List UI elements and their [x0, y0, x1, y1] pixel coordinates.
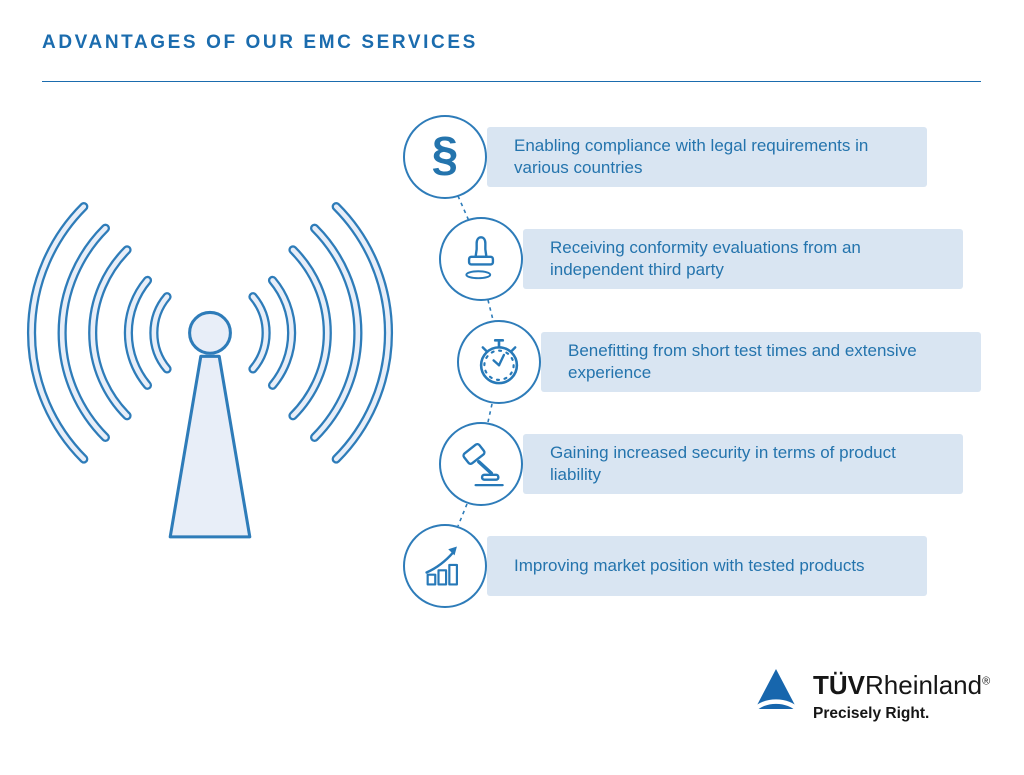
gavel-icon	[439, 422, 523, 506]
brand-text: TÜVRheinland® Precisely Right.	[813, 666, 990, 723]
gavel-svg	[462, 442, 504, 487]
advantage-text: Gaining increased security in terms of p…	[550, 442, 896, 484]
tuv-rheinland-logo: TÜVRheinland® Precisely Right.	[752, 666, 990, 723]
tuv-triangle-icon	[752, 669, 800, 713]
brand-name: TÜVRheinland®	[813, 672, 990, 698]
growth-chart-svg	[425, 546, 458, 586]
advantage-text-box: Benefitting from short test times and ex…	[541, 332, 981, 392]
advantage-text-box: Receiving conformity evaluations from an…	[523, 229, 963, 289]
section-sign-icon: §	[403, 115, 487, 199]
title-divider	[42, 81, 981, 82]
stamp-svg	[465, 236, 495, 280]
brand-name-bold: TÜV	[813, 670, 865, 700]
advantage-text-box: Improving market position with tested pr…	[487, 536, 927, 596]
brand-tagline: Precisely Right.	[813, 705, 930, 722]
advantage-text: Improving market position with tested pr…	[514, 555, 865, 575]
antenna-svg	[26, 202, 394, 539]
page-title: ADVANTAGES OF OUR EMC SERVICES	[42, 32, 478, 53]
stopwatch-svg	[479, 339, 519, 385]
advantage-text: Receiving conformity evaluations from an…	[550, 237, 861, 279]
stopwatch-icon	[457, 320, 541, 404]
registered-mark: ®	[982, 675, 991, 688]
antenna-icon	[24, 190, 396, 547]
advantage-text: Benefitting from short test times and ex…	[568, 340, 917, 382]
growth-chart-icon	[403, 524, 487, 608]
advantage-text-box: Gaining increased security in terms of p…	[523, 434, 963, 494]
advantage-text: Enabling compliance with legal requireme…	[514, 135, 869, 177]
section-sign-glyph: §	[431, 128, 459, 181]
advantage-text-box: Enabling compliance with legal requireme…	[487, 127, 927, 187]
brand-name-regular: Rheinland	[865, 670, 983, 700]
stamp-icon	[439, 217, 523, 301]
